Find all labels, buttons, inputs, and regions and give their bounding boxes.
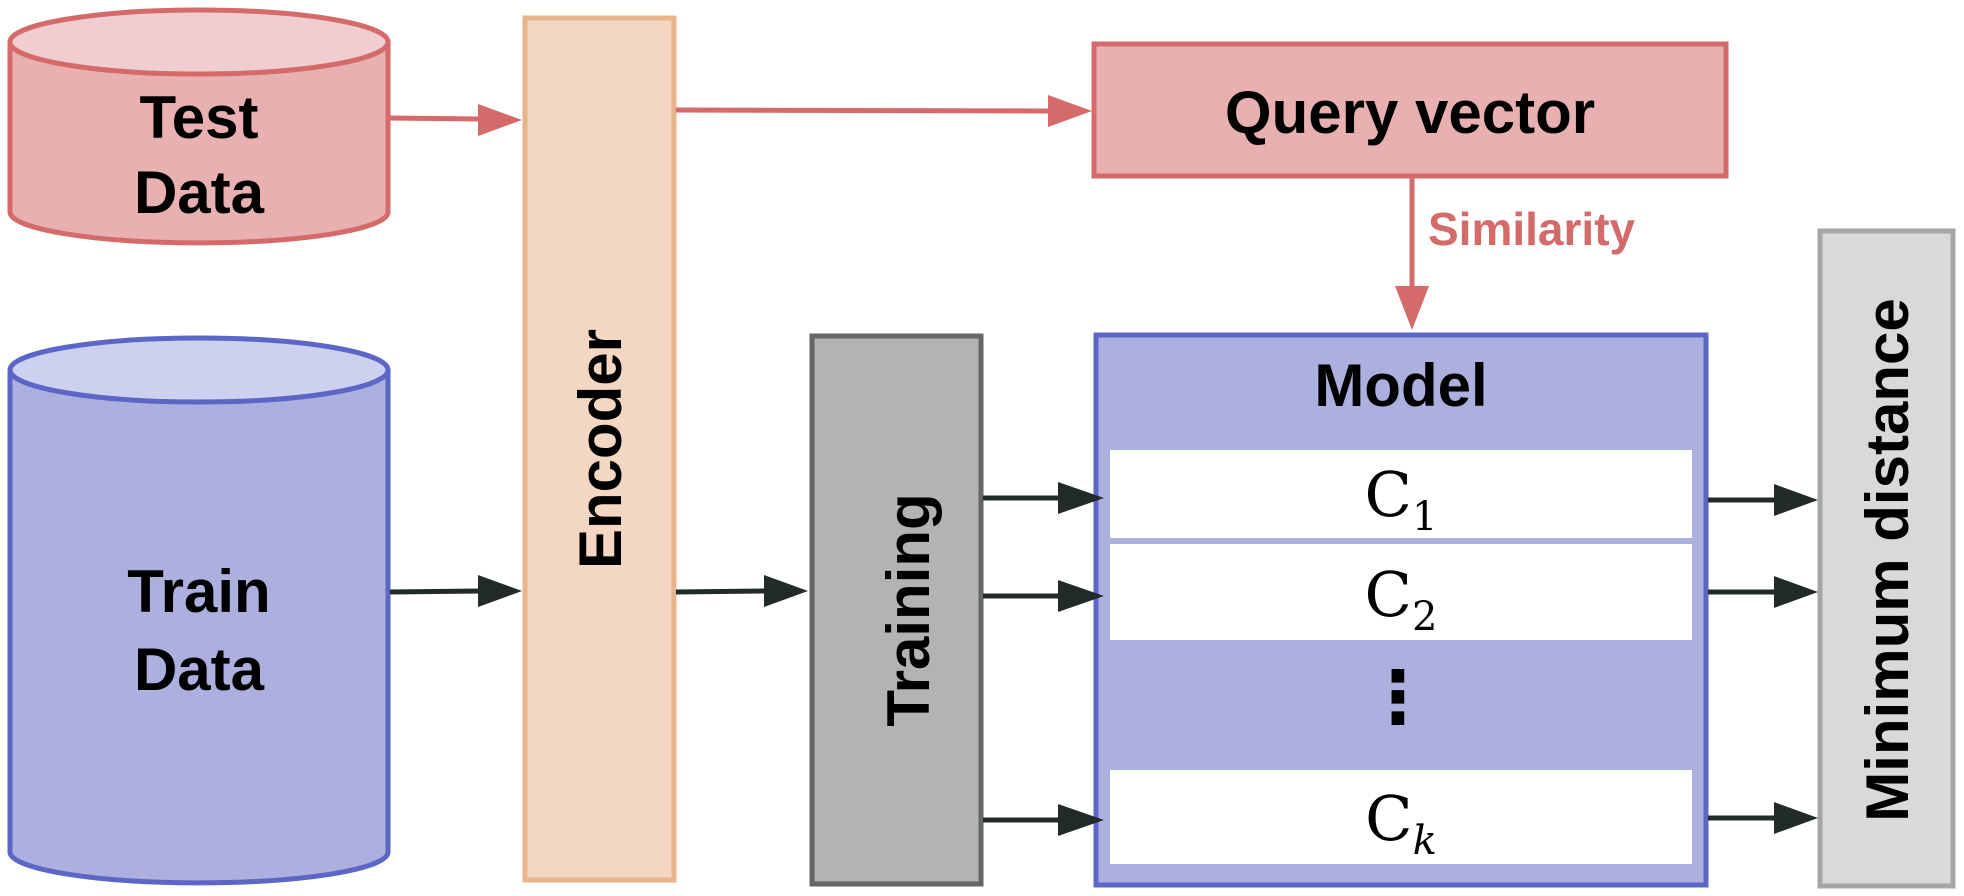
c2-label: C2 [1365, 558, 1438, 640]
model-title: Model [1314, 352, 1487, 419]
arrow-training-to-ck-head [1058, 804, 1104, 836]
ck-subscript: k [1413, 818, 1437, 864]
c1-label: C1 [1365, 458, 1438, 540]
arrow-training-to-c1-head [1058, 482, 1104, 514]
similarity-label: Similarity [1428, 203, 1636, 255]
arrow-encoder-to-training-head [764, 575, 808, 607]
model-box: Model C1 C2 ⋮ Ck [1093, 332, 1709, 888]
ck-letter: C [1365, 782, 1412, 855]
arrow-c1-to-mindist-head [1774, 484, 1818, 516]
arrow-encoder-to-query-head [1048, 95, 1092, 127]
minimum-distance-block: Minimum distance [1817, 228, 1956, 889]
red-arrows [389, 95, 1429, 330]
test-data-label-line2: Data [134, 159, 265, 226]
arrow-encoder-to-query [675, 107, 1051, 114]
arrow-test-to-encoder-head [478, 104, 522, 136]
query-vector-box: Query vector [1091, 41, 1729, 179]
query-vector-label: Query vector [1225, 79, 1595, 146]
training-block: Training [809, 333, 984, 887]
train-data-cylinder: Train Data [7, 335, 391, 886]
arrow-train-to-encoder [389, 588, 481, 595]
encoder-block: Encoder [522, 15, 677, 883]
minimum-distance-label: Minimum distance [1854, 298, 1921, 821]
test-data-cylinder: Test Data [7, 7, 391, 246]
arrow-test-to-encoder [389, 115, 481, 122]
dark-arrows [389, 482, 1818, 836]
test-data-label-line1: Test [140, 84, 259, 151]
model-row-ck [1110, 770, 1692, 864]
c1-subscript: 1 [1412, 494, 1437, 540]
model-ellipsis: ⋮ [1362, 658, 1434, 738]
arrow-train-to-encoder-head [478, 575, 522, 607]
ck-label: Ck [1365, 782, 1437, 864]
encoder-label: Encoder [567, 329, 634, 569]
c2-letter: C [1365, 558, 1412, 631]
c2-subscript: 2 [1412, 594, 1437, 640]
model-row-c1 [1110, 450, 1692, 538]
train-data-label-line2: Data [134, 636, 265, 703]
arrow-encoder-to-training [675, 588, 767, 595]
model-row-c2 [1110, 544, 1692, 640]
train-data-label-line1: Train [127, 558, 270, 625]
arrow-query-to-model-head [1395, 286, 1429, 330]
training-label: Training [875, 493, 942, 726]
arrow-training-to-c2-head [1058, 580, 1104, 612]
arrow-ck-to-mindist-head [1774, 802, 1818, 834]
arrow-c2-to-mindist-head [1774, 576, 1818, 608]
c1-letter: C [1365, 458, 1412, 531]
